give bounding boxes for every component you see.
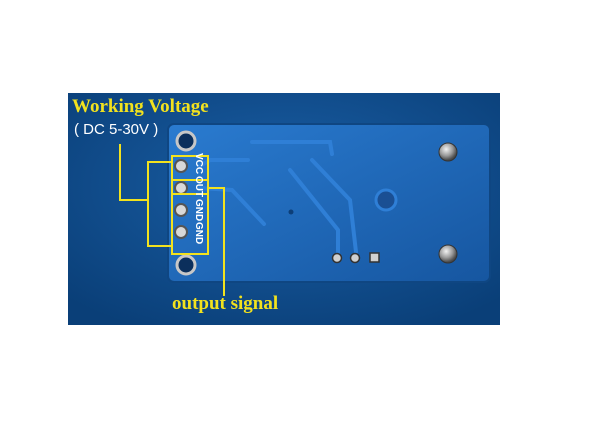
annotation-lines bbox=[119, 144, 225, 296]
header-pins bbox=[174, 159, 188, 239]
terminal-screw-bottom bbox=[438, 244, 458, 264]
circuit-board bbox=[167, 123, 491, 283]
pin-label-vcc: VCC bbox=[193, 153, 204, 175]
mounting-hole-top bbox=[175, 130, 197, 152]
working-voltage-label: Working Voltage bbox=[72, 96, 209, 117]
pcb-pads bbox=[288, 209, 380, 264]
mounting-hole-bottom bbox=[175, 254, 197, 276]
pin-label-gnd-1: GND bbox=[193, 199, 204, 222]
center-hole bbox=[374, 188, 398, 212]
voltage-range-label: ( DC 5-30V ) bbox=[74, 121, 159, 138]
output-signal-label: output signal bbox=[172, 293, 279, 314]
terminal-screw-top bbox=[438, 142, 458, 162]
pin-label-gnd-2: GND bbox=[193, 222, 204, 245]
pin-label-out: OUT bbox=[193, 176, 204, 198]
